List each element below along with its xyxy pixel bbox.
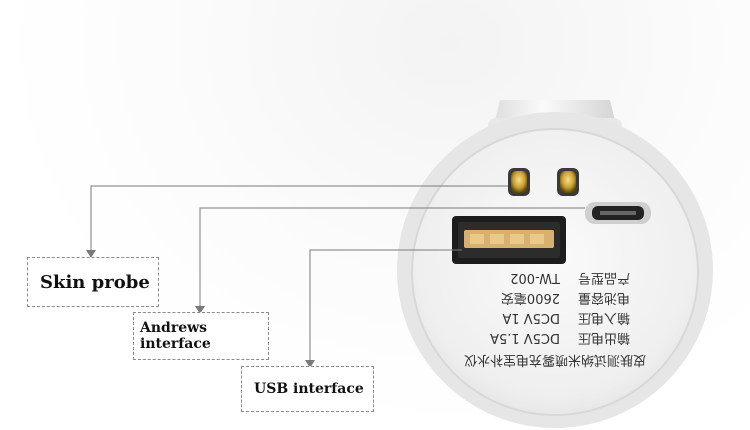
- device-capacity-label: 电池容量: [578, 290, 630, 306]
- label-skin-probe: Skin probe: [27, 257, 159, 307]
- callout-andrews: [199, 207, 585, 308]
- callout-skin-probe: [90, 185, 508, 252]
- label-usb-interface: USB interface: [241, 366, 374, 412]
- device-capacity-value: 2600毫安: [501, 290, 560, 306]
- device-input-value: DC5V 1A: [502, 310, 560, 325]
- callout-lines: [90, 185, 585, 362]
- device-input-label: 输入电压: [578, 310, 630, 326]
- callout-usb: [309, 249, 462, 362]
- device-output-value: DC5V 1.5A: [490, 330, 560, 345]
- skin-probe-pins: [508, 168, 579, 196]
- device-output-label: 输出电压: [578, 330, 630, 346]
- device-model-label: 产品型号: [578, 270, 630, 285]
- label-andrews-interface: Andrews interface: [133, 312, 269, 360]
- device-product-name: 皮肤测试纳米喷雾充电宝补水仪: [464, 352, 646, 368]
- usb-a-port: [452, 216, 566, 264]
- device-model-value: TW-002: [510, 270, 561, 285]
- device-spec-print: 皮肤测试纳米喷雾充电宝补水仪 输出电压 DC5V 1.5A 输入电压 DC5V …: [464, 270, 646, 368]
- micro-usb-port: [585, 202, 651, 224]
- device-face: [411, 128, 699, 416]
- callout-arrows: [86, 250, 315, 368]
